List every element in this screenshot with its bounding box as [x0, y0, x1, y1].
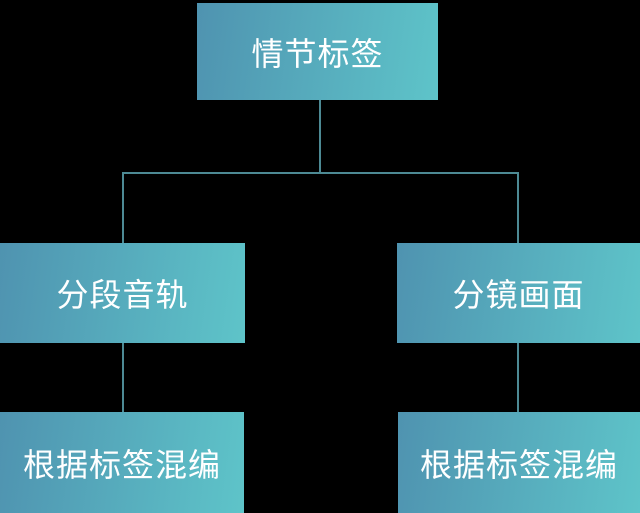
connector-root-stem [319, 100, 321, 173]
connector-left-drop [122, 174, 124, 243]
node-segmented-audio-track: 分段音轨 [0, 243, 245, 343]
node-remix-by-tags-right-label: 根据标签混编 [419, 446, 618, 483]
node-remix-by-tags-left: 根据标签混编 [0, 412, 244, 513]
node-plot-tags: 情节标签 [197, 3, 438, 100]
node-storyboard-frames: 分镜画面 [397, 243, 640, 343]
node-plot-tags-label: 情节标签 [251, 35, 384, 72]
connector-left-lower-stem [122, 343, 124, 412]
connector-right-drop [517, 174, 519, 243]
node-storyboard-frames-label: 分镜画面 [452, 277, 585, 313]
node-remix-by-tags-left-label: 根据标签混编 [22, 446, 221, 483]
node-remix-by-tags-right: 根据标签混编 [398, 412, 640, 513]
connector-horizontal-rail [122, 172, 519, 174]
node-segmented-audio-track-label: 分段音轨 [56, 277, 189, 313]
connector-right-lower-stem [517, 343, 519, 412]
